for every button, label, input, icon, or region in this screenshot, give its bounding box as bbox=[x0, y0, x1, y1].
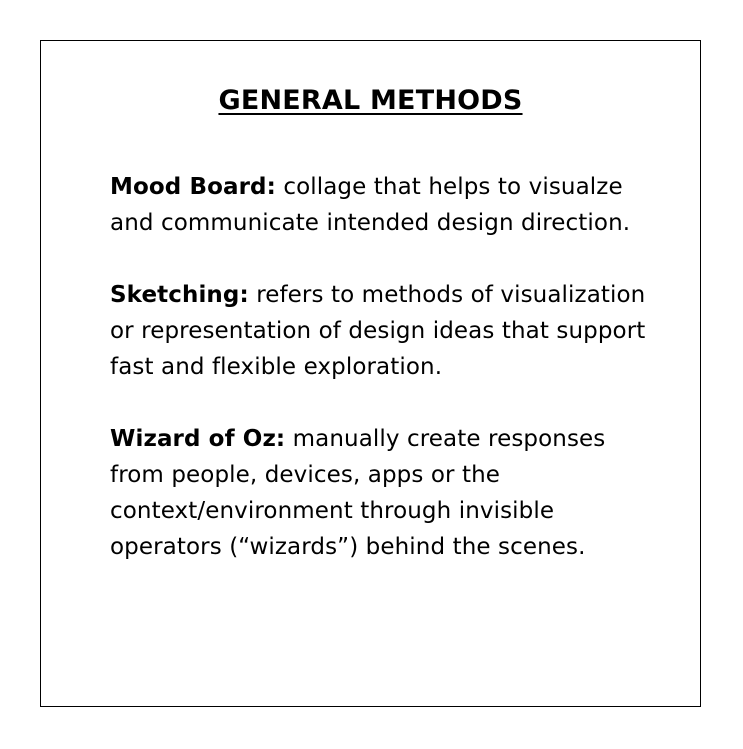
method-definition: manually create responses from people, d… bbox=[110, 426, 606, 560]
method-term: Sketching: bbox=[110, 282, 249, 308]
method-definition: refers to methods of visualization or re… bbox=[110, 282, 646, 380]
method-definition: collage that helps to visualze and commu… bbox=[110, 174, 631, 236]
methods-card: GENERAL METHODS Mood Board: collage that… bbox=[40, 40, 701, 707]
method-entry-mood-board: Mood Board: collage that helps to visual… bbox=[110, 169, 650, 241]
method-entry-sketching: Sketching: refers to methods of visualiz… bbox=[110, 277, 650, 385]
page-title: GENERAL METHODS bbox=[218, 85, 523, 116]
method-term: Mood Board: bbox=[110, 174, 276, 200]
methods-list: Mood Board: collage that helps to visual… bbox=[110, 169, 650, 565]
method-entry-wizard-of-oz: Wizard of Oz: manually create responses … bbox=[110, 421, 650, 565]
method-term: Wizard of Oz: bbox=[110, 426, 286, 452]
